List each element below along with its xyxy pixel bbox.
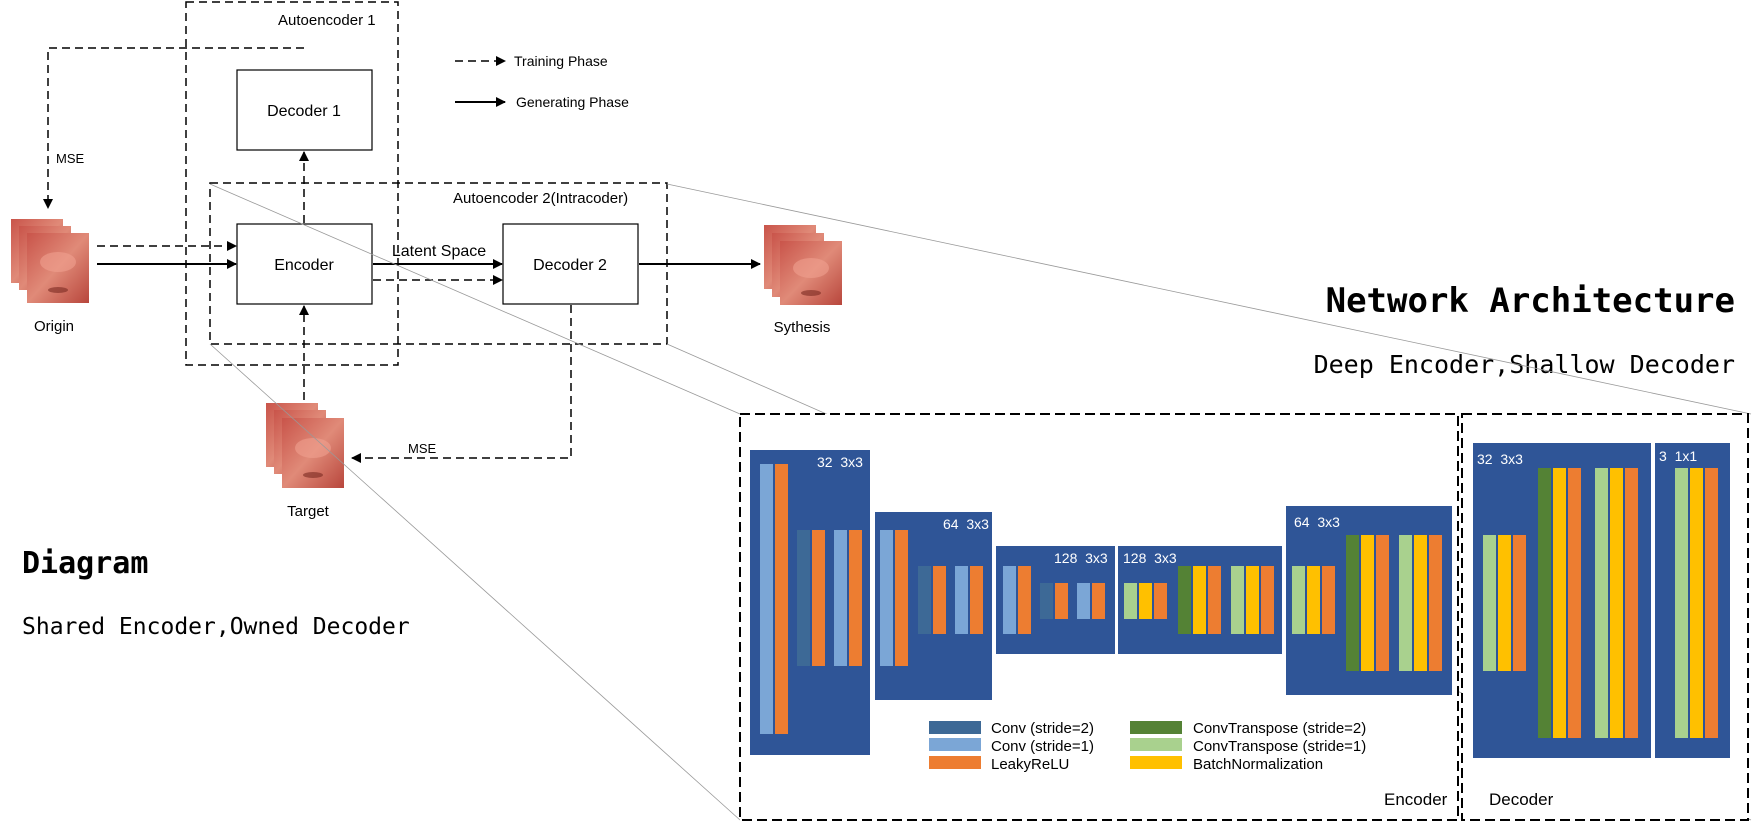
diagram-title: Diagram	[22, 546, 148, 581]
mse-label-top: MSE	[56, 151, 85, 166]
layer-leaky	[895, 530, 908, 666]
legend-swatch-leaky	[929, 756, 981, 769]
layer-convT-s2	[1538, 468, 1551, 738]
layer-conv-s1	[834, 530, 847, 666]
layer-convT-s2	[1346, 535, 1359, 671]
layer-leaky	[1568, 468, 1581, 738]
decoder1-label: Decoder 1	[267, 103, 341, 120]
layer-leaky	[775, 464, 788, 734]
legend-swatch-conv-s2	[929, 721, 981, 734]
layer-leaky	[849, 530, 862, 666]
layer-leaky	[1055, 583, 1068, 619]
origin-label: Origin	[34, 318, 74, 335]
dec-block-1-label: 32 3x3	[1477, 451, 1523, 467]
layer-leaky	[1092, 583, 1105, 619]
legend-swatch-convT-s1	[1130, 738, 1182, 751]
layer-leaky	[812, 530, 825, 666]
layer-legend: Conv (stride=2) Conv (stride=1) LeakyReL…	[929, 720, 1366, 773]
layer-leaky	[1705, 468, 1718, 738]
layer-bn	[1690, 468, 1703, 738]
autoencoder1-label: Autoencoder 1	[278, 12, 376, 29]
target-label: Target	[287, 503, 330, 520]
layer-leaky	[1154, 583, 1167, 619]
legend-conv-s2: Conv (stride=2)	[991, 720, 1094, 737]
layer-leaky	[1018, 566, 1031, 634]
layer-leaky	[1376, 535, 1389, 671]
layer-convT-s1	[1483, 535, 1496, 671]
enc-block-5-label: 64 3x3	[1294, 514, 1340, 530]
synthesis-label: Sythesis	[774, 319, 831, 336]
layer-conv-s1	[955, 566, 968, 634]
layer-conv-s2	[1040, 583, 1053, 619]
layer-leaky	[1513, 535, 1526, 671]
legend-training-label: Training Phase	[514, 53, 608, 69]
layer-leaky	[1322, 566, 1335, 634]
layer-convT-s2	[1178, 566, 1191, 634]
layer-leaky	[1208, 566, 1221, 634]
legend-leaky: LeakyReLU	[991, 756, 1069, 773]
legend-generating-label: Generating Phase	[516, 94, 629, 110]
layer-conv-s2	[918, 566, 931, 634]
layer-convT-s1	[1399, 535, 1412, 671]
enc-block-4-label: 128 3x3	[1123, 550, 1177, 566]
layer-bn	[1414, 535, 1427, 671]
layer-convT-s1	[1675, 468, 1688, 738]
legend-swatch-conv-s1	[929, 738, 981, 751]
legend-bn: BatchNormalization	[1193, 756, 1323, 773]
legend-conv-s1: Conv (stride=1)	[991, 738, 1094, 755]
encoder-label: Encoder	[274, 257, 334, 274]
layer-conv-s1	[760, 464, 773, 734]
legend-convT-s2: ConvTranspose (stride=2)	[1193, 720, 1366, 737]
layer-convT-s1	[1595, 468, 1608, 738]
legend-swatch-convT-s2	[1130, 721, 1182, 734]
synthesis-image	[764, 225, 842, 305]
diagram-subtitle: Shared Encoder,Owned Decoder	[22, 614, 410, 640]
latent-space-label: Latent Space	[392, 243, 486, 260]
layer-leaky	[970, 566, 983, 634]
mse-label-bottom: MSE	[408, 441, 437, 456]
autoencoder2-label: Autoencoder 2(Intracoder)	[453, 190, 628, 207]
layer-bn	[1553, 468, 1566, 738]
enc-block-2-label: 64 3x3	[943, 516, 989, 532]
layer-bn	[1361, 535, 1374, 671]
layer-bn	[1246, 566, 1259, 634]
layer-bn	[1307, 566, 1320, 634]
layer-convT-s1	[1292, 566, 1305, 634]
dec-block-2-label: 3 1x1	[1659, 448, 1697, 464]
layer-bn	[1193, 566, 1206, 634]
layer-convT-s1	[1231, 566, 1244, 634]
enc-block-1-label: 32 3x3	[817, 454, 863, 470]
layer-conv-s2	[797, 530, 810, 666]
network-subtitle: Deep Encoder,Shallow Decoder	[1314, 350, 1735, 379]
network-title: Network Architecture	[1326, 281, 1735, 321]
enc-block-3-label: 128 3x3	[1054, 550, 1108, 566]
layer-leaky	[933, 566, 946, 634]
layer-leaky	[1429, 535, 1442, 671]
layer-conv-s1	[1003, 566, 1016, 634]
layer-conv-s1	[1077, 583, 1090, 619]
layer-leaky	[1261, 566, 1274, 634]
encoder-section-label: Encoder	[1384, 790, 1448, 809]
legend-convT-s1: ConvTranspose (stride=1)	[1193, 738, 1366, 755]
mse-loop-bottom	[352, 305, 571, 458]
target-image	[266, 403, 344, 488]
layer-leaky	[1625, 468, 1638, 738]
layer-convT-s1	[1124, 583, 1137, 619]
legend-swatch-bn	[1130, 756, 1182, 769]
decoder2-label: Decoder 2	[533, 257, 607, 274]
layer-bn	[1139, 583, 1152, 619]
origin-image	[11, 219, 89, 303]
decoder-section-label: Decoder	[1489, 790, 1554, 809]
layer-conv-s1	[880, 530, 893, 666]
layer-bn	[1610, 468, 1623, 738]
layer-bn	[1498, 535, 1511, 671]
